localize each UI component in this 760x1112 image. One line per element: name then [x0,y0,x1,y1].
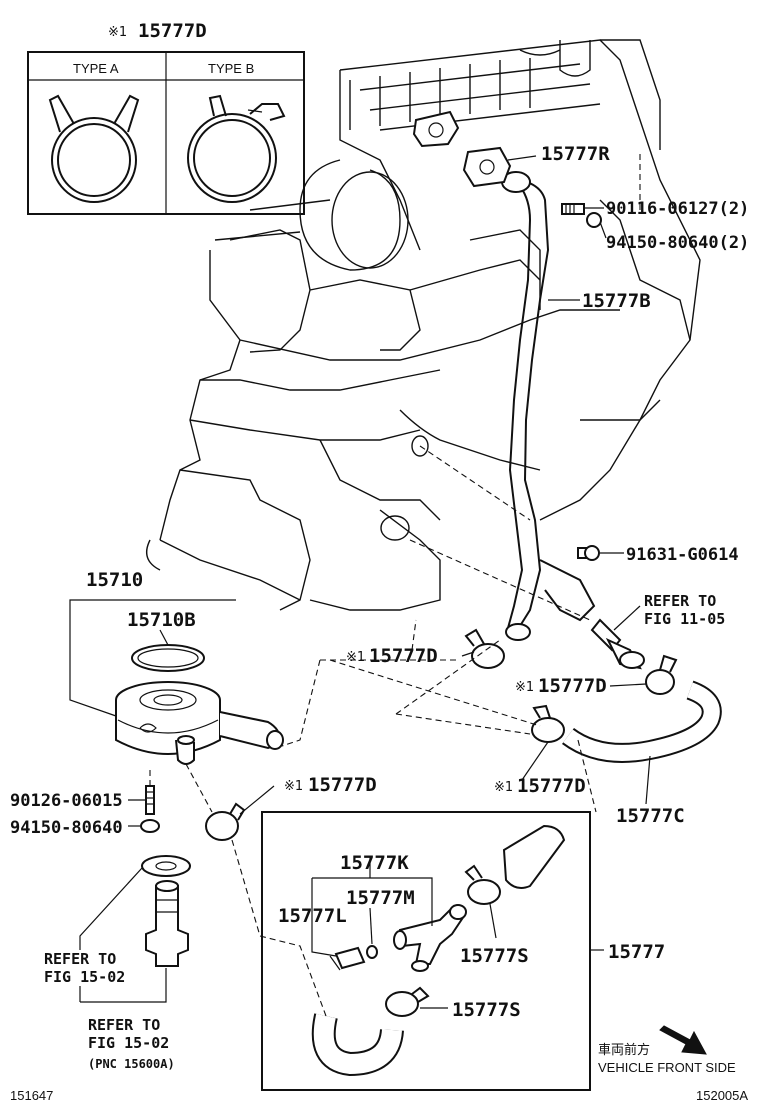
union-bolt [145,880,189,967]
label-91631-G0614: 91631-G0614 [626,545,739,565]
clamp-b [645,654,678,695]
label-15777S-1: 15777S [460,945,529,967]
mark-clamp4: ※1 [494,780,513,795]
gasket-15777R [462,146,512,188]
label-90126-06015: 90126-06015 [10,791,123,811]
vehicle-front-arrow-icon [659,1025,707,1055]
label-15777: 15777 [608,941,665,963]
nut-94150 [140,819,160,833]
label-94150-80640-2: 94150-80640(2) [606,233,749,253]
stud-90126 [145,785,155,815]
clamp-c [531,704,565,743]
bolt-90116 [561,203,585,215]
nut-94150-2 [586,212,602,228]
clamp-box-part-number: 15777D [138,20,207,42]
label-refer-to-2: REFER TO [44,950,116,968]
clamp-d [205,802,246,841]
type-a-label: TYPE A [73,61,119,76]
label-fig-15-02-a: FIG 15-02 [44,968,125,986]
figure-code-right: 152005A [696,1088,748,1103]
label-15777C: 15777C [616,805,685,827]
figure-code-left: 151647 [10,1088,53,1103]
sensor-part [590,618,645,670]
label-clamp-15777D-2: 15777D [538,675,607,697]
label-clamp-15777D-3: 15777D [308,774,377,796]
washer-refer [141,855,191,877]
label-15777K: 15777K [340,852,409,874]
label-direction-en: VEHICLE FRONT SIDE [598,1060,736,1075]
label-15710B: 15710B [127,609,196,631]
type-b-clamp-drawing [187,94,286,203]
label-15710: 15710 [86,569,143,591]
oil-cooler-15710 [115,681,284,765]
hose-kit-hose [311,1013,404,1077]
label-clamp-15777D-4: 15777D [517,775,586,797]
leader-lines [69,155,651,1009]
hose-sleeve [502,824,566,889]
clamp-box-mark: ※1 [108,25,127,40]
bolt-91631 [577,545,600,561]
dashed-relations [149,150,641,1017]
label-direction-jp: 車両前方 [598,1042,650,1057]
dipstick-tube-15777B [501,171,596,641]
clamp-s-upper [464,864,501,905]
label-90116-06127: 90116-06127(2) [606,199,749,219]
label-refer-to-1: REFER TO [644,592,716,610]
o-ring-15777M [366,945,378,959]
clamp-type-box: ※1 15777D TYPE A TYPE B [27,20,305,215]
label-94150-80640: 94150-80640 [10,818,123,838]
label-15777S-2: 15777S [452,999,521,1021]
label-clamp-15777D-1: 15777D [369,645,438,667]
label-15777B: 15777B [582,290,651,312]
type-b-label: TYPE B [208,61,254,76]
tee-joint-15777K [393,904,467,972]
label-15777L: 15777L [278,905,347,927]
clamp-s-lower [385,986,430,1017]
type-a-clamp-drawing [48,94,140,203]
label-fig-11-05: FIG 11-05 [644,610,725,628]
engine-block-drawing [146,39,701,611]
gasket-upper [412,110,460,148]
label-refer-to-3: REFER TO [88,1016,160,1034]
clamp-a [464,628,505,669]
label-fig-15-02-b: FIG 15-02 [88,1034,169,1052]
hose-kit-box [261,811,591,1091]
label-15777R: 15777R [541,143,610,165]
fitting-15777L [329,946,366,971]
label-15777M: 15777M [346,887,415,909]
hose-15777C [562,680,722,763]
mark-clamp3: ※1 [284,779,303,794]
gasket-15710B [131,644,205,672]
mark-clamp2: ※1 [515,680,534,695]
label-pnc-15600A: (PNC 15600A) [88,1057,175,1071]
mark-clamp1: ※1 [346,650,365,665]
